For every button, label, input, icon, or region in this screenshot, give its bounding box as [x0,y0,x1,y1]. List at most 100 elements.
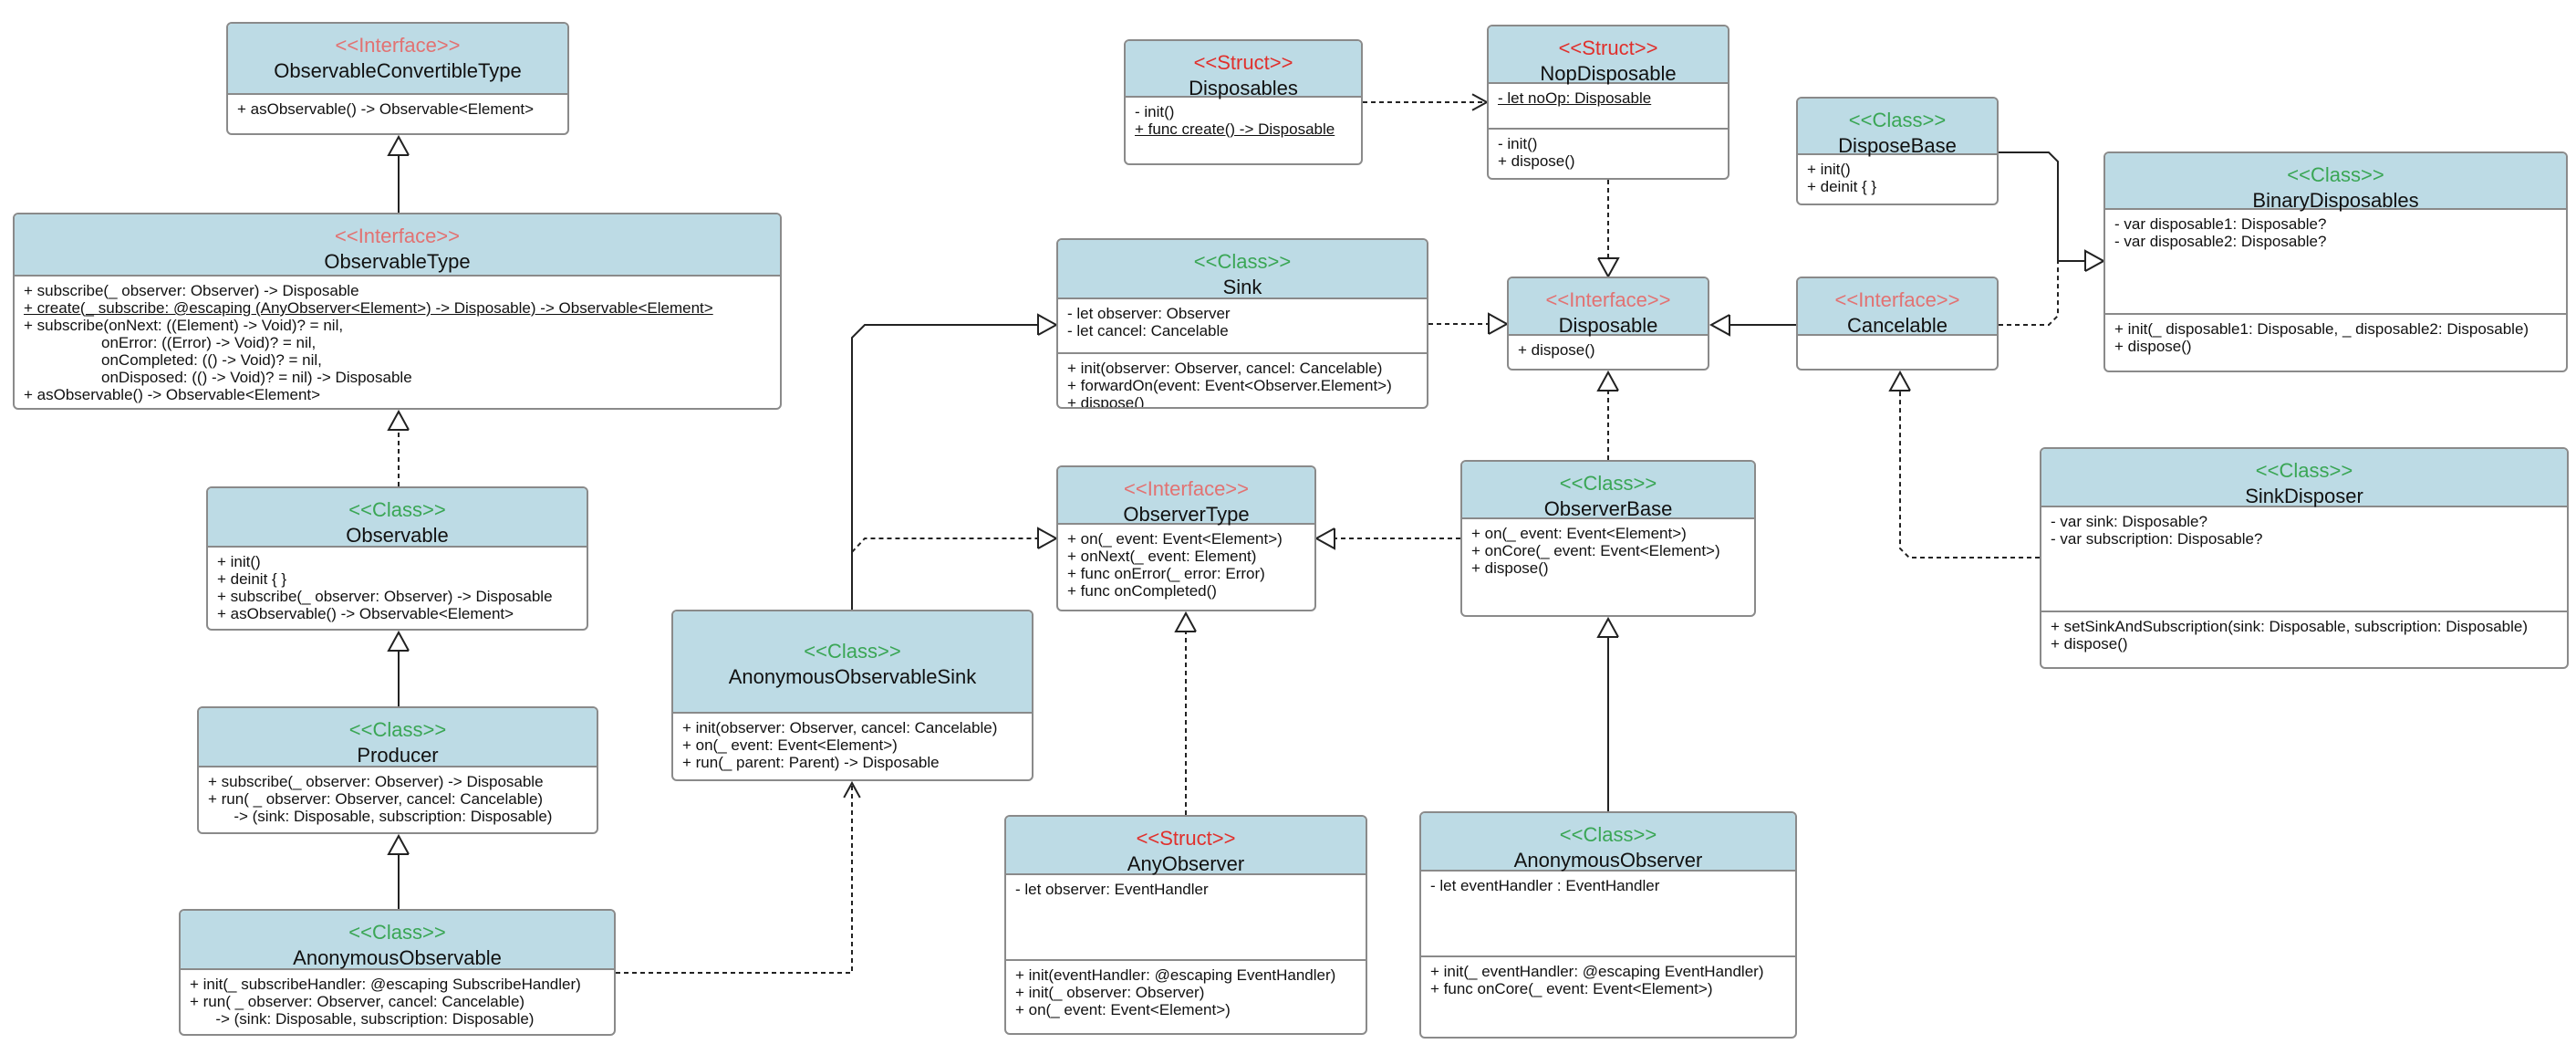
methods-section: + init(observer: Observer, cancel: Cance… [1058,354,1427,409]
method-line: + on(_ event: Event<Element>) [1471,525,1687,542]
class-name: AnyObserver [1127,852,1245,875]
method-line: + run(_ parent: Parent) -> Disposable [682,754,940,771]
stereotype-label: <<Class>> [1848,109,1947,131]
edge-producer-to-observable [387,630,410,706]
attributes-section: - let eventHandler : EventHandler [1421,872,1795,957]
uml-node-observer-base[interactable]: <<Class>>ObserverBase+ on(_ event: Event… [1460,460,1756,617]
uml-node-anonymous-observable[interactable]: <<Class>>AnonymousObservable + init(_ sub… [179,909,616,1036]
edge-disposables-to-nop-disposable [1363,93,1490,111]
uml-node-observable-convertible-type[interactable]: <<Interface>>ObservableConvertibleType+ … [226,22,569,135]
edge-cancelable-to-binary-disposables [1999,249,2106,326]
edge-arrowhead [387,409,410,431]
class-name: Sink [1222,276,1262,298]
uml-node-observer-type[interactable]: <<Interface>>ObserverType+ on(_ event: E… [1056,465,1316,611]
edge-observable-type-to-observable-convertible-type [387,134,410,213]
stereotype-label: <<Class>> [348,718,447,741]
method-line: + init(eventHandler: @escaping EventHand… [1015,966,1336,984]
method-line: + init() [217,553,261,570]
class-name: Observable [346,524,449,547]
method-line: + forwardOn(event: Event<Observer.Elemen… [1067,377,1392,394]
edge-arrowhead [1709,314,1730,337]
stereotype-label: <<Interface>> [1834,288,1960,311]
method-line: + dispose() [1498,152,1575,170]
attribute-line: - let observer: EventHandler [1015,881,1209,898]
method-line: + subscribe(onNext: ((Element) -> Void)?… [24,317,344,334]
methods-section: + on(_ event: Event<Element>)+ onNext(_ … [1058,525,1314,607]
method-line: + asObservable() -> Observable<Element> [217,605,514,622]
attributes-section: - var sink: Disposable?- var subscriptio… [2041,507,2567,612]
uml-node-disposables[interactable]: <<Struct>>Disposables- init()+ func crea… [1124,39,1363,165]
edge-arrowhead [1174,611,1197,632]
edge-arrowhead [387,630,410,652]
uml-node-header: <<Class>>DisposeBase [1798,99,1997,157]
uml-node-sink-disposer[interactable]: <<Class>>SinkDisposer- var sink: Disposa… [2040,447,2569,669]
uml-node-any-observer[interactable]: <<Struct>>AnyObserver - let observer: Eve… [1004,815,1367,1035]
method-line: + subscribe(_ observer: Observer) -> Dis… [217,588,553,605]
uml-node-dispose-base[interactable]: <<Class>>DisposeBase+ init()+ deinit { } [1796,97,1999,205]
uml-node-header: <<Class>>Producer [199,708,597,767]
method-line: + init(_ observer: Observer) [1015,984,1205,1001]
edge-arrowhead [1037,527,1059,549]
uml-node-header: <<Class>>AnonymousObservable [181,911,614,970]
method-line: + init(observer: Observer, cancel: Cance… [682,719,998,736]
uml-node-header: <<Class>>Observable [208,488,587,548]
method-line: + func create() -> Disposable [1135,120,1335,138]
edge-observable-to-observable-type [387,409,410,486]
edge-nop-disposable-to-disposable [1597,180,1620,279]
stereotype-label: <<Class>> [2287,163,2384,186]
method-line: + dispose() [2114,338,2192,355]
method-line: + setSinkAndSubscription(sink: Disposabl… [2051,618,2529,635]
uml-node-header: <<Interface>>ObservableType [15,214,780,277]
uml-node-observable-type[interactable]: <<Interface>>ObservableType + subscribe(_… [13,213,782,410]
class-name: ObservableConvertibleType [274,59,522,82]
methods-section: + init()+ deinit { }+ subscribe(_ observ… [208,548,587,629]
attribute-line: - var sink: Disposable? [2051,513,2207,530]
attributes-section: - let noOp: Disposable [1489,84,1728,130]
method-line: + func onError(_ error: Error) [1067,565,1265,582]
uml-node-header: <<Interface>>ObservableConvertibleType [228,24,567,95]
method-line: + func onCore(_ event: Event<Element>) [1430,980,1713,997]
method-line: + on(_ event: Event<Element>) [682,736,898,754]
uml-node-nop-disposable[interactable]: <<Struct>>NopDisposable- let noOp: Dispo… [1487,25,1729,180]
edge-arrowhead [1597,257,1620,279]
uml-node-cancelable[interactable]: <<Interface>>Cancelable [1796,277,1999,371]
attribute-line: - var subscription: Disposable? [2051,530,2263,548]
uml-node-anonymous-observable-sink[interactable]: <<Class>>AnonymousObservableSink + init(o… [671,610,1034,781]
method-line: + subscribe(_ observer: Observer) -> Dis… [208,773,544,790]
uml-node-disposable[interactable]: <<Interface>>Disposable+ dispose() [1507,277,1709,371]
attributes-section: - var disposable1: Disposable?- var disp… [2105,210,2566,315]
edge-arrowhead [1596,370,1619,392]
class-name: AnonymousObservableSink [728,665,977,688]
uml-node-sink[interactable]: <<Class>>Sink- let observer: Observer- l… [1056,238,1428,409]
method-line: + subscribe(_ observer: Observer) -> Dis… [24,282,359,299]
edge-anonymous-observer-to-observer-base [1596,616,1619,811]
edge-line [851,538,1038,610]
method-line: + init(_ disposable1: Disposable, _ disp… [2114,320,2529,338]
edge-cancelable-to-disposable [1709,314,1796,337]
stereotype-label: <<Interface>> [335,224,460,247]
method-line: + dispose() [1471,559,1549,577]
method-line: + onCore(_ event: Event<Element>) [1471,542,1720,559]
uml-node-producer[interactable]: <<Class>>Producer + subscribe(_ observer:… [197,706,598,834]
edge-arrowhead [1037,313,1059,336]
edge-line [851,324,1038,610]
class-name: Disposables [1189,77,1298,99]
uml-node-anonymous-observer[interactable]: <<Class>>AnonymousObserver- let eventHan… [1419,811,1797,1039]
edge-anonymous-observable-to-anonymous-observable-sink [616,780,861,974]
method-line: + init(_ subscribeHandler: @escaping Sub… [190,976,581,993]
uml-node-observable[interactable]: <<Class>>Observable+ init()+ deinit { }+… [206,486,588,631]
class-name: NopDisposable [1540,62,1677,85]
method-line: + dispose() [1067,394,1145,409]
class-name: Disposable [1558,314,1658,337]
uml-node-header: <<Class>>AnonymousObservableSink [673,611,1032,714]
edge-arrowhead [387,833,410,855]
methods-section: + dispose() [1509,336,1708,366]
methods-section: + init(_ disposable1: Disposable, _ disp… [2105,315,2566,362]
methods-section: + init(_ eventHandler: @escaping EventHa… [1421,957,1795,1005]
uml-node-binary-disposables[interactable]: <<Class>> BinaryDisposables- var disposab… [2103,151,2568,372]
attributes-section: - let observer: Observer- let cancel: Ca… [1058,299,1427,354]
method-line: + deinit { } [1807,178,1877,195]
stereotype-label: <<Struct>> [1136,827,1236,850]
stereotype-label: <<Struct>> [1193,51,1293,74]
class-name: BinaryDisposables [2252,189,2419,212]
